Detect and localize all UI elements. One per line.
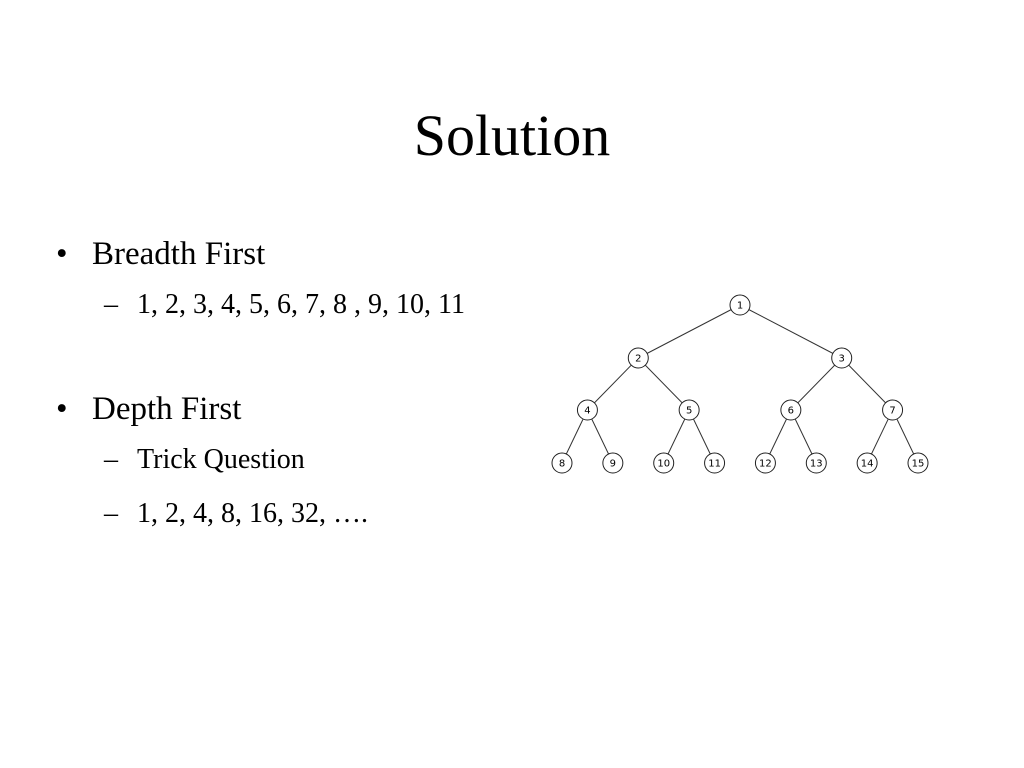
tree-node-circle <box>856 452 878 474</box>
subitem-text: 1, 2, 3, 4, 5, 6, 7, 8 , 9, 10, 11 <box>137 289 465 320</box>
tree-node-label: 2 <box>635 354 641 365</box>
subitem-breadth-order: – 1, 2, 3, 4, 5, 6, 7, 8 , 9, 10, 11 <box>104 288 465 322</box>
bullet-breadth-first: • Breadth First <box>56 234 266 274</box>
tree-node-5: 5 <box>678 399 700 421</box>
tree-node-circle <box>551 452 573 474</box>
tree-node-circle <box>627 347 649 369</box>
sub-mark: – <box>104 444 118 475</box>
tree-node-circle <box>678 399 700 421</box>
tree-node-label: 12 <box>759 459 772 470</box>
tree-node-13: 13 <box>805 452 827 474</box>
tree-edges <box>561 304 919 464</box>
sub-mark: – <box>104 289 118 320</box>
tree-node-circle <box>831 347 853 369</box>
tree-node-label: 4 <box>584 406 590 417</box>
tree-node-label: 5 <box>686 406 692 417</box>
tree-node-15: 15 <box>907 452 929 474</box>
tree-node-label: 10 <box>657 459 670 470</box>
slide-title: Solution <box>413 103 611 168</box>
tree-edge-3-7 <box>841 357 893 411</box>
tree-node-label: 11 <box>708 459 721 470</box>
tree-node-10: 10 <box>653 452 675 474</box>
tree-node-8: 8 <box>551 452 573 474</box>
tree-node-circle <box>780 399 802 421</box>
tree-node-label: 1 <box>737 301 743 312</box>
tree-node-7: 7 <box>882 399 904 421</box>
tree-node-circle <box>907 452 929 474</box>
tree-edge-2-4 <box>587 357 639 411</box>
tree-node-12: 12 <box>754 452 776 474</box>
tree-node-label: 13 <box>810 459 823 470</box>
tree-node-circle <box>882 399 904 421</box>
tree-node-circle <box>805 452 827 474</box>
tree-node-4: 4 <box>576 399 598 421</box>
tree-node-label: 6 <box>788 406 794 417</box>
tree-node-circle <box>729 294 751 316</box>
tree-node-label: 7 <box>889 406 895 417</box>
tree-edge-3-6 <box>790 357 843 411</box>
tree-node-circle <box>576 399 598 421</box>
tree-node-circle <box>704 452 726 474</box>
tree-node-label: 8 <box>559 459 565 470</box>
bullet-label: Depth First <box>92 391 242 427</box>
tree-node-14: 14 <box>856 452 878 474</box>
subitem-depth-order: – 1, 2, 4, 8, 16, 32, …. <box>104 497 368 531</box>
tree-node-label: 14 <box>861 459 874 470</box>
sub-mark: – <box>104 498 118 529</box>
tree-edge-1-2 <box>638 304 741 359</box>
tree-node-9: 9 <box>602 452 624 474</box>
tree-edge-1-3 <box>739 304 842 359</box>
bullet-depth-first: • Depth First <box>56 389 242 429</box>
subitem-text: Trick Question <box>137 444 305 475</box>
subitem-text: 1, 2, 4, 8, 16, 32, …. <box>137 498 368 529</box>
tree-node-label: 9 <box>610 459 616 470</box>
tree-node-label: 3 <box>839 354 845 365</box>
bullet-mark: • <box>56 391 68 427</box>
tree-node-label: 15 <box>912 459 925 470</box>
tree-node-6: 6 <box>780 399 802 421</box>
tree-node-circle <box>653 452 675 474</box>
subitem-trick-question: – Trick Question <box>104 443 305 477</box>
tree-node-circle <box>602 452 624 474</box>
tree-node-11: 11 <box>704 452 726 474</box>
tree-node-1: 1 <box>729 294 751 316</box>
bullet-mark: • <box>56 236 68 272</box>
tree-node-2: 2 <box>627 347 649 369</box>
tree-node-circle <box>754 452 776 474</box>
tree-node-3: 3 <box>831 347 853 369</box>
bullet-label: Breadth First <box>92 236 266 272</box>
tree-edge-2-5 <box>637 357 690 411</box>
